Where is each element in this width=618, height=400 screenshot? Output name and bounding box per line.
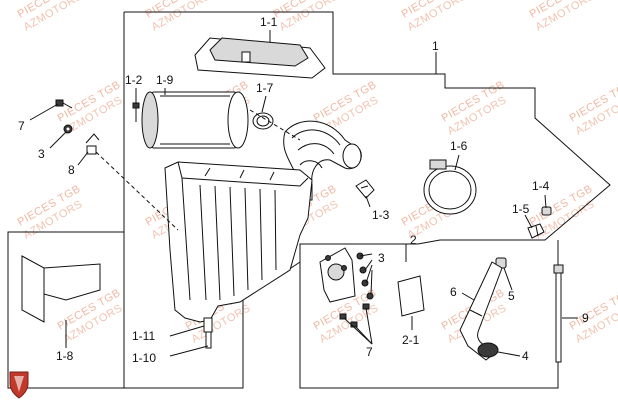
part-1-1-cover: [194, 37, 326, 79]
label-1: 1: [432, 39, 439, 53]
callout-labels: 1-1 1 1-2 1-9 1-7 7 3 8 1-6 1-4 1-5 1-3 …: [18, 15, 589, 365]
part-3-washer-left: [63, 124, 73, 134]
part-8-nut: [85, 133, 100, 155]
part-1-4-fitting: [541, 206, 552, 216]
part-3-nuts-right: [356, 252, 374, 300]
part-4-clamp: [477, 342, 499, 358]
label-9: 9: [582, 311, 589, 325]
label-7-left: 7: [18, 119, 25, 133]
assembly-1-outline: [7, 11, 611, 389]
part-7-bolt-left: [55, 99, 73, 109]
leader-lines: [29, 30, 578, 357]
part-1-6-band-clamp: [423, 159, 477, 215]
part-2-1-pad: [397, 275, 425, 317]
part-9-cable-tie: [553, 264, 564, 363]
brand-shield-icon: [9, 371, 29, 399]
part-1-11-drain-plug: [203, 317, 213, 333]
part-2-bracket: [319, 247, 356, 303]
label-1-1: 1-1: [260, 15, 278, 29]
part-1-9-filter: [141, 91, 249, 149]
label-1-11: 1-11: [132, 329, 155, 343]
part-1-10-drain-tube: [205, 331, 212, 349]
label-1-6: 1-6: [450, 139, 468, 153]
label-8: 8: [68, 163, 75, 177]
part-1-8-panel: [21, 255, 101, 323]
label-1-2: 1-2: [125, 73, 143, 87]
part-1-7-clamp: [252, 112, 274, 130]
part-1-3-clip: [355, 179, 375, 199]
label-2-1: 2-1: [402, 333, 420, 347]
part-1-2-screw: [132, 102, 140, 122]
label-7-right: 7: [366, 345, 373, 359]
label-3-right: 3: [378, 251, 385, 265]
label-1-8: 1-8: [56, 349, 74, 363]
label-1-5: 1-5: [512, 202, 530, 216]
label-1-7: 1-7: [256, 81, 274, 95]
label-1-3: 1-3: [372, 208, 390, 222]
label-3-left: 3: [38, 147, 45, 161]
label-1-9: 1-9: [156, 73, 174, 87]
label-1-4: 1-4: [532, 179, 550, 193]
part-air-box: [164, 161, 313, 323]
label-4: 4: [522, 349, 529, 363]
label-6: 6: [450, 285, 457, 299]
label-1-10: 1-10: [132, 351, 156, 365]
label-5: 5: [508, 289, 515, 303]
label-2: 2: [410, 233, 417, 247]
